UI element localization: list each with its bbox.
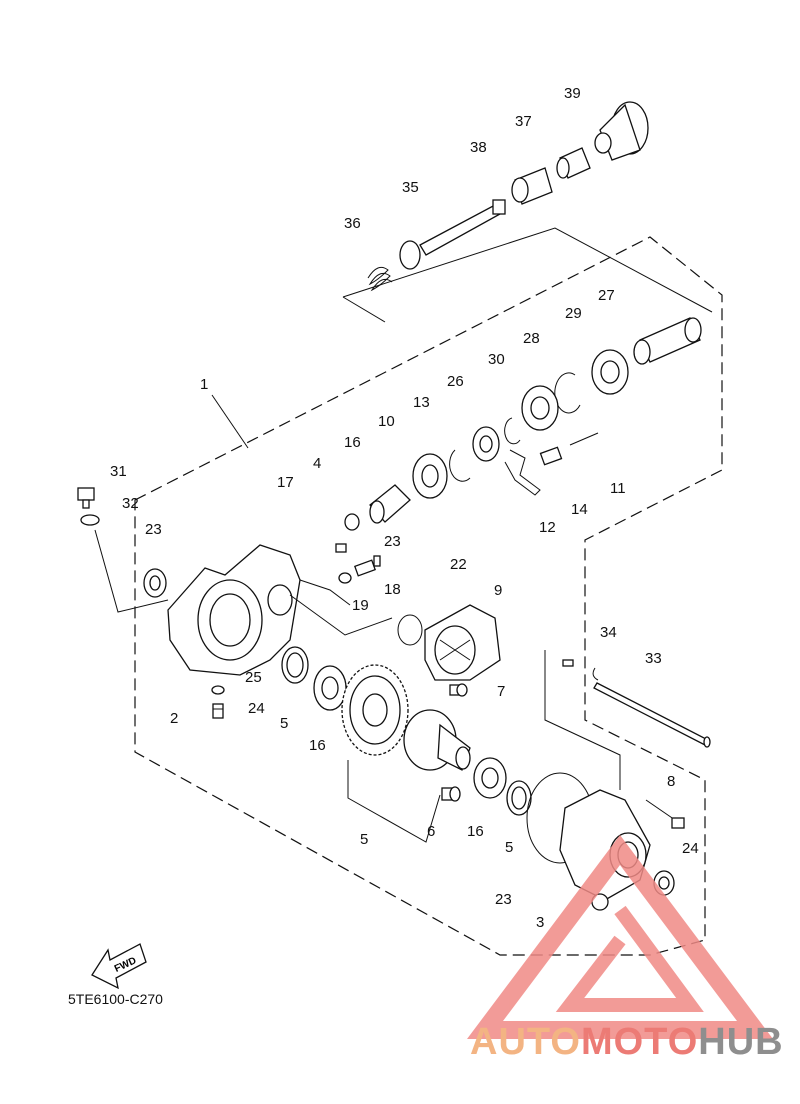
shim-5-right-part — [506, 780, 532, 816]
shaft-group-bracket — [342, 227, 713, 323]
callout-21: 23 — [384, 533, 401, 550]
bearing-16-right-part — [473, 757, 507, 799]
pin-34-part — [562, 659, 574, 667]
callout-8: 7 — [497, 683, 505, 700]
callout-9: 8 — [667, 773, 675, 790]
bearing-30-part — [521, 385, 559, 431]
bearing-29-part — [591, 349, 629, 395]
pinion-gear-part — [369, 484, 411, 524]
callout-26: 26 — [447, 373, 464, 390]
assembly-boundary — [134, 236, 723, 956]
callout-23-right: 24 — [682, 840, 699, 857]
shift-fork-part — [504, 449, 541, 496]
drive-shaft-part — [399, 199, 506, 270]
screw-21-part — [335, 543, 347, 553]
universal-joint-yoke-part — [594, 101, 649, 161]
callout-labels: 39 37 38 35 36 27 29 28 30 26 1 13 10 16… — [110, 85, 699, 931]
callout-2: 2 — [170, 710, 178, 727]
callout-16-left: 16 — [309, 737, 326, 754]
callout-3: 3 — [536, 914, 544, 931]
watermark-text: AUTOMOTOHUB — [470, 1021, 784, 1063]
bolt-24-part — [212, 703, 224, 719]
circlip-10-part — [449, 449, 471, 482]
callout-10: 10 — [378, 413, 395, 430]
spring-part — [367, 266, 393, 292]
callout-17: 17 — [277, 474, 294, 491]
callout-20: 22 — [450, 556, 467, 573]
clip-34-part — [592, 667, 599, 681]
callout-7: 6 — [427, 823, 435, 840]
callout-38: 37 — [515, 113, 532, 130]
washer-25-part — [211, 685, 225, 695]
o-ring-20-part — [397, 614, 423, 646]
callout-14: 13 — [413, 394, 430, 411]
gear-case-cover-part — [559, 789, 651, 911]
watermark-logo — [467, 835, 773, 1039]
callout-35: 35 — [402, 179, 419, 196]
shim-5-left-part — [281, 646, 309, 684]
shaft-33-part — [593, 682, 711, 748]
callout-36: 39 — [564, 85, 581, 102]
bolt-31-part — [77, 487, 95, 509]
sleeve-part — [556, 147, 591, 179]
callout-27: 27 — [598, 287, 615, 304]
fwd-arrow-icon: FWD — [91, 943, 147, 990]
callout-18: 18 — [384, 581, 401, 598]
callout-6: 5 — [360, 831, 368, 848]
oil-seal-23-left-part — [143, 568, 167, 598]
callout-24: 24 — [248, 700, 265, 717]
callout-11: 11 — [610, 480, 626, 497]
watermark-triangle-icon — [467, 835, 773, 1039]
callout-34: 34 — [600, 624, 617, 641]
circlip-26-part — [504, 417, 521, 445]
callout-30: 30 — [488, 351, 505, 368]
differential-case-part — [403, 709, 471, 771]
callout-32: 32 — [122, 495, 139, 512]
joint-part — [633, 317, 702, 365]
washer-32-part — [80, 514, 100, 526]
callout-5-right: 5 — [505, 839, 513, 856]
callout-16-right: 16 — [467, 823, 484, 840]
callout-15: 14 — [571, 501, 588, 518]
callout-16-upper: 16 — [344, 434, 361, 451]
ring-gear-part — [341, 664, 409, 756]
callout-19: 19 — [352, 597, 369, 614]
callout-25: 25 — [245, 669, 262, 686]
callout-28: 28 — [523, 330, 540, 347]
callout-29: 29 — [565, 305, 582, 322]
plunger-part — [539, 446, 563, 466]
callout-37: 36 — [344, 215, 361, 232]
bolt-8-part — [449, 683, 468, 697]
part-code: 5TE6100-C270 — [68, 991, 163, 1007]
gear-motor-part — [424, 604, 501, 681]
callout-13: 12 — [539, 519, 556, 536]
callout-5-left: 5 — [280, 715, 288, 732]
callout-31: 31 — [110, 463, 127, 480]
callout-22: 23 — [495, 891, 512, 908]
pin-part — [569, 432, 599, 446]
bolt-9-part — [645, 799, 685, 829]
callout-23-left: 23 — [145, 521, 162, 538]
callout-39: 38 — [470, 139, 487, 156]
bearing-16-left-part — [313, 665, 347, 711]
washer-19-part — [338, 572, 352, 584]
coupling-part — [511, 167, 553, 205]
housing-part — [167, 544, 301, 676]
callout-12: 9 — [494, 582, 502, 599]
callout-1: 1 — [200, 376, 208, 393]
bush-part — [344, 513, 360, 531]
callout-4: 4 — [313, 455, 321, 472]
bearing-16-upper-part — [412, 453, 448, 499]
bolt-7-part — [441, 786, 461, 802]
collar-part — [472, 426, 500, 462]
callout-33: 33 — [645, 650, 662, 667]
switch-part — [353, 555, 381, 577]
